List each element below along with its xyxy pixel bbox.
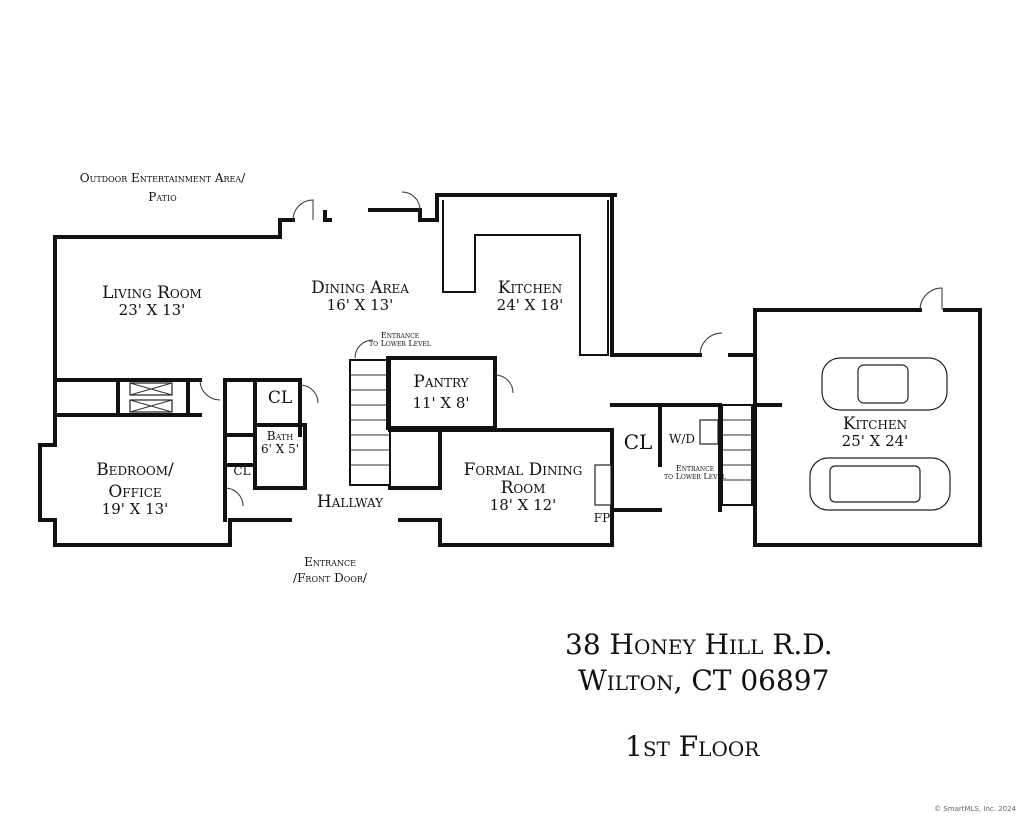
bedroom-label: Bedroom/Office 19' X 13'	[96, 460, 174, 518]
interior-wall	[658, 403, 722, 512]
washer-dryer-label: W/D	[669, 432, 695, 446]
address-line2: Wilton, CT 06897	[578, 664, 830, 697]
door	[292, 199, 314, 221]
closet-label: CL	[267, 388, 293, 408]
outer-wall	[323, 210, 332, 222]
door	[919, 287, 943, 311]
hallway-label: Hallway	[316, 492, 384, 512]
floor-title: 1st Floor	[625, 730, 760, 763]
outer-wall	[610, 193, 702, 357]
door	[354, 339, 374, 359]
stairs	[349, 359, 391, 486]
outer-wall	[398, 508, 662, 547]
door	[494, 374, 514, 394]
fireplace	[594, 464, 612, 506]
closet-wall	[223, 378, 302, 437]
outer-wall	[53, 218, 295, 239]
front-entrance-label: Entrance/Front Door/	[293, 555, 367, 585]
door	[299, 384, 319, 404]
door	[224, 487, 244, 507]
outer-wall	[368, 193, 617, 222]
fireplace-label: FP	[593, 511, 611, 525]
car-icon	[809, 457, 951, 511]
garage-wall	[753, 308, 982, 547]
outdoor-label: Outdoor Entertainment Area/ Patio	[79, 171, 246, 204]
kitchen-counter	[442, 200, 609, 356]
door	[699, 332, 723, 356]
washer-dryer	[699, 419, 719, 445]
closet-label: CL	[233, 464, 251, 478]
bath-wall	[253, 423, 307, 490]
interior-wall	[388, 428, 442, 490]
copyright: © SmartMLS, Inc. 2024	[934, 805, 1016, 813]
stairs	[721, 404, 753, 506]
closet-label: CL	[623, 430, 653, 454]
door	[401, 191, 421, 211]
car-icon	[821, 357, 948, 411]
interior-wall	[438, 428, 614, 512]
outer-wall	[38, 443, 292, 547]
address-line1: 38 Honey Hill R.D.	[565, 628, 833, 661]
door	[199, 379, 221, 401]
